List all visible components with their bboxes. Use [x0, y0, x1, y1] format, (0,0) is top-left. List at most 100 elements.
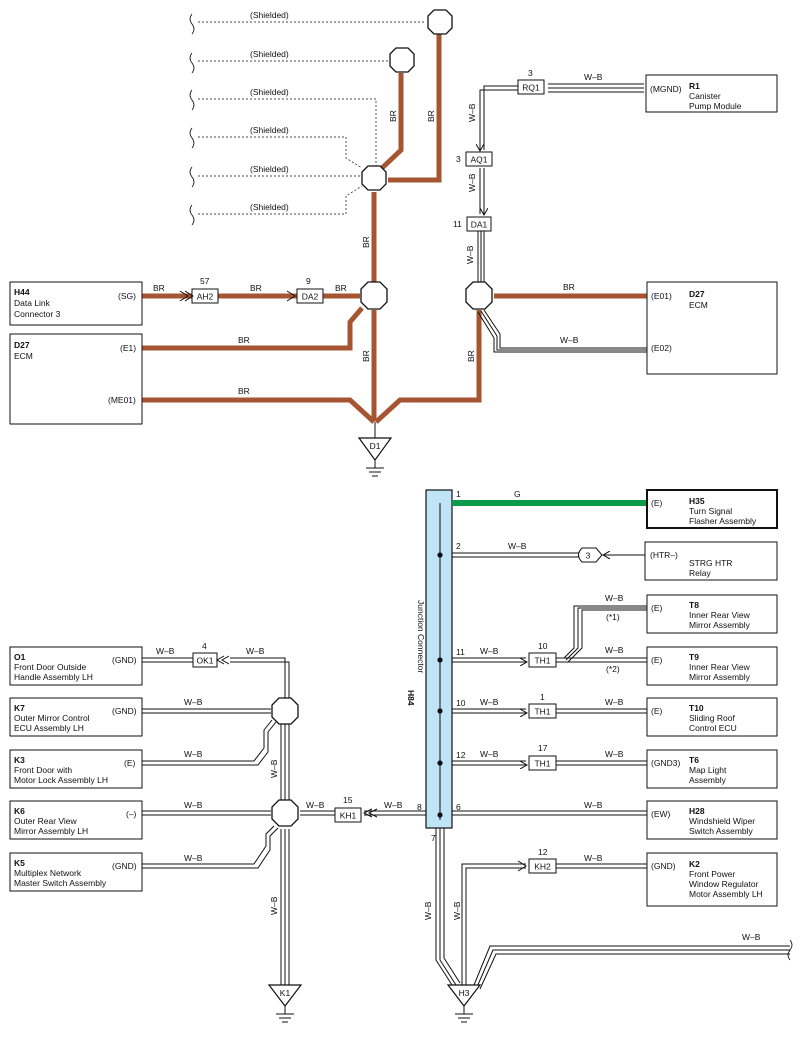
connector-pin: 17	[538, 743, 548, 753]
wire-label: W–B	[156, 646, 175, 656]
splice-point	[271, 799, 299, 827]
wire-label: W–B	[605, 697, 624, 707]
connector-id: OK1	[196, 656, 213, 666]
connector-th1	[528, 755, 557, 771]
component-name: Outer Rear View	[14, 816, 78, 826]
connector-id: AQ1	[470, 155, 487, 165]
pin-label: (GND3)	[651, 758, 680, 768]
ground-label: H3	[459, 988, 470, 998]
jc-pin: 6	[456, 802, 461, 812]
wire-label: W–B	[605, 593, 624, 603]
component-name: Motor Assembly LH	[689, 889, 763, 899]
component-name: Connector 3	[14, 309, 61, 319]
component-name: ECU Assembly LH	[14, 723, 84, 733]
jc-pin: 1	[456, 489, 461, 499]
ground-k1: K1	[267, 984, 303, 1023]
wire-label: BR	[335, 283, 347, 293]
component-code: K6	[14, 806, 25, 816]
connector-id: TH1	[534, 707, 550, 717]
component-o1: O1 Front Door Outside Handle Assembly LH…	[9, 646, 143, 686]
wire-label: G	[514, 489, 521, 499]
pin-label: (HTR–)	[650, 550, 678, 560]
component-code: T6	[689, 755, 699, 765]
component-name: Handle Assembly LH	[14, 672, 93, 682]
connector-kh2	[528, 858, 557, 874]
component-code: D27	[689, 289, 705, 299]
wire-label: W–B	[184, 853, 203, 863]
connector-pin: 9	[306, 276, 311, 286]
shield-label: (Shielded)	[250, 10, 289, 20]
component-name: Window Regulator	[689, 879, 759, 889]
wire-label: W–B	[584, 800, 603, 810]
connector-aq1	[465, 151, 493, 167]
component-name: Control ECU	[689, 723, 737, 733]
shielded-lines: (Shielded) (Shielded) (Shielded) (Shield…	[189, 10, 426, 226]
wire-label: BR	[238, 386, 250, 396]
component-d27-right: (E01) (E02) D27 ECM	[646, 281, 778, 375]
connector-id: DA1	[471, 220, 488, 230]
component-name: Outer Mirror Control	[14, 713, 90, 723]
component-r1: (MGND) R1 Canister Pump Module	[645, 74, 778, 113]
connector-pin: 4	[202, 641, 207, 651]
component-name: Turn Signal	[689, 506, 732, 516]
component-k5: K5 Multiplex Network Master Switch Assem…	[9, 852, 143, 892]
wb-wires-left	[142, 657, 426, 985]
component-h28: (EW) H28 Windshield Wiper Switch Assembl…	[646, 800, 778, 840]
component-strg-htr: (HTR–) STRG HTR Relay	[644, 541, 778, 581]
pin-label: (GND)	[112, 706, 137, 716]
component-name: Canister	[689, 91, 721, 101]
component-code: D27	[14, 340, 30, 350]
wire-label: W–B	[269, 896, 279, 915]
connectors-right: TH1 10 TH1 1 TH1 17 KH2 12 KH1 15 OK1 4 …	[192, 547, 603, 874]
wb-wires-right	[435, 553, 790, 990]
connectors-top: RQ1 3 AQ1 3 DA1 11 AH2 57 DA2 9	[179, 68, 545, 304]
component-name: Pump Module	[689, 101, 742, 111]
arrow-icon	[362, 808, 378, 818]
jc-pin: 7	[431, 833, 436, 843]
connector-da1	[466, 216, 492, 232]
wire-label: W–B	[467, 173, 477, 192]
junction-connector-h84: H84 Junction Connector 1 2 11 10 12 6 8 …	[406, 489, 466, 843]
component-name: Multiplex Network	[14, 868, 82, 878]
component-t8: (E) T8 Inner Rear View Mirror Assembly	[646, 594, 778, 634]
component-code: T8	[689, 600, 699, 610]
connector-da2	[296, 288, 324, 304]
wire-label: W–B	[269, 759, 279, 778]
wire-label: W–B	[584, 853, 603, 863]
wire-label: BR	[466, 350, 476, 362]
pin-label: (E02)	[651, 343, 672, 353]
wire-label: W–B	[742, 932, 761, 942]
note-label: (*1)	[606, 612, 620, 622]
component-name: ECM	[14, 351, 33, 361]
wire-label: W–B	[605, 749, 624, 759]
pin-label: (GND)	[112, 655, 137, 665]
wire-label: W–B	[560, 335, 579, 345]
connector-rq1	[517, 79, 545, 95]
component-name: STRG HTR	[689, 558, 732, 568]
connector-pin: 12	[538, 847, 548, 857]
ground-label: K1	[280, 988, 291, 998]
wire-continuation	[787, 939, 793, 961]
component-name: Front Power	[689, 869, 735, 879]
connector-strg	[578, 547, 603, 563]
component-name: Data Link	[14, 298, 51, 308]
splice-points-bottom	[271, 697, 299, 827]
wire-label: W–B	[480, 646, 499, 656]
splice-point	[361, 165, 387, 191]
connector-th1	[528, 652, 557, 668]
component-k2: (GND) K2 Front Power Window Regulator Mo…	[646, 852, 778, 907]
wire-label: W–B	[452, 901, 462, 920]
splice-point	[465, 281, 493, 310]
pin-label: (–)	[126, 809, 137, 819]
wire-label: W–B	[384, 800, 403, 810]
component-t6: (GND3) T6 Map Light Assembly	[646, 749, 778, 789]
wire-label: BR	[153, 283, 165, 293]
ground-h3: H3	[446, 984, 482, 1023]
wire-label: BR	[238, 335, 250, 345]
wire-label: BR	[361, 350, 371, 362]
wire-label: BR	[388, 110, 398, 122]
component-code: K5	[14, 858, 25, 868]
pin-label: (EW)	[651, 809, 671, 819]
connector-ah2	[191, 288, 219, 304]
